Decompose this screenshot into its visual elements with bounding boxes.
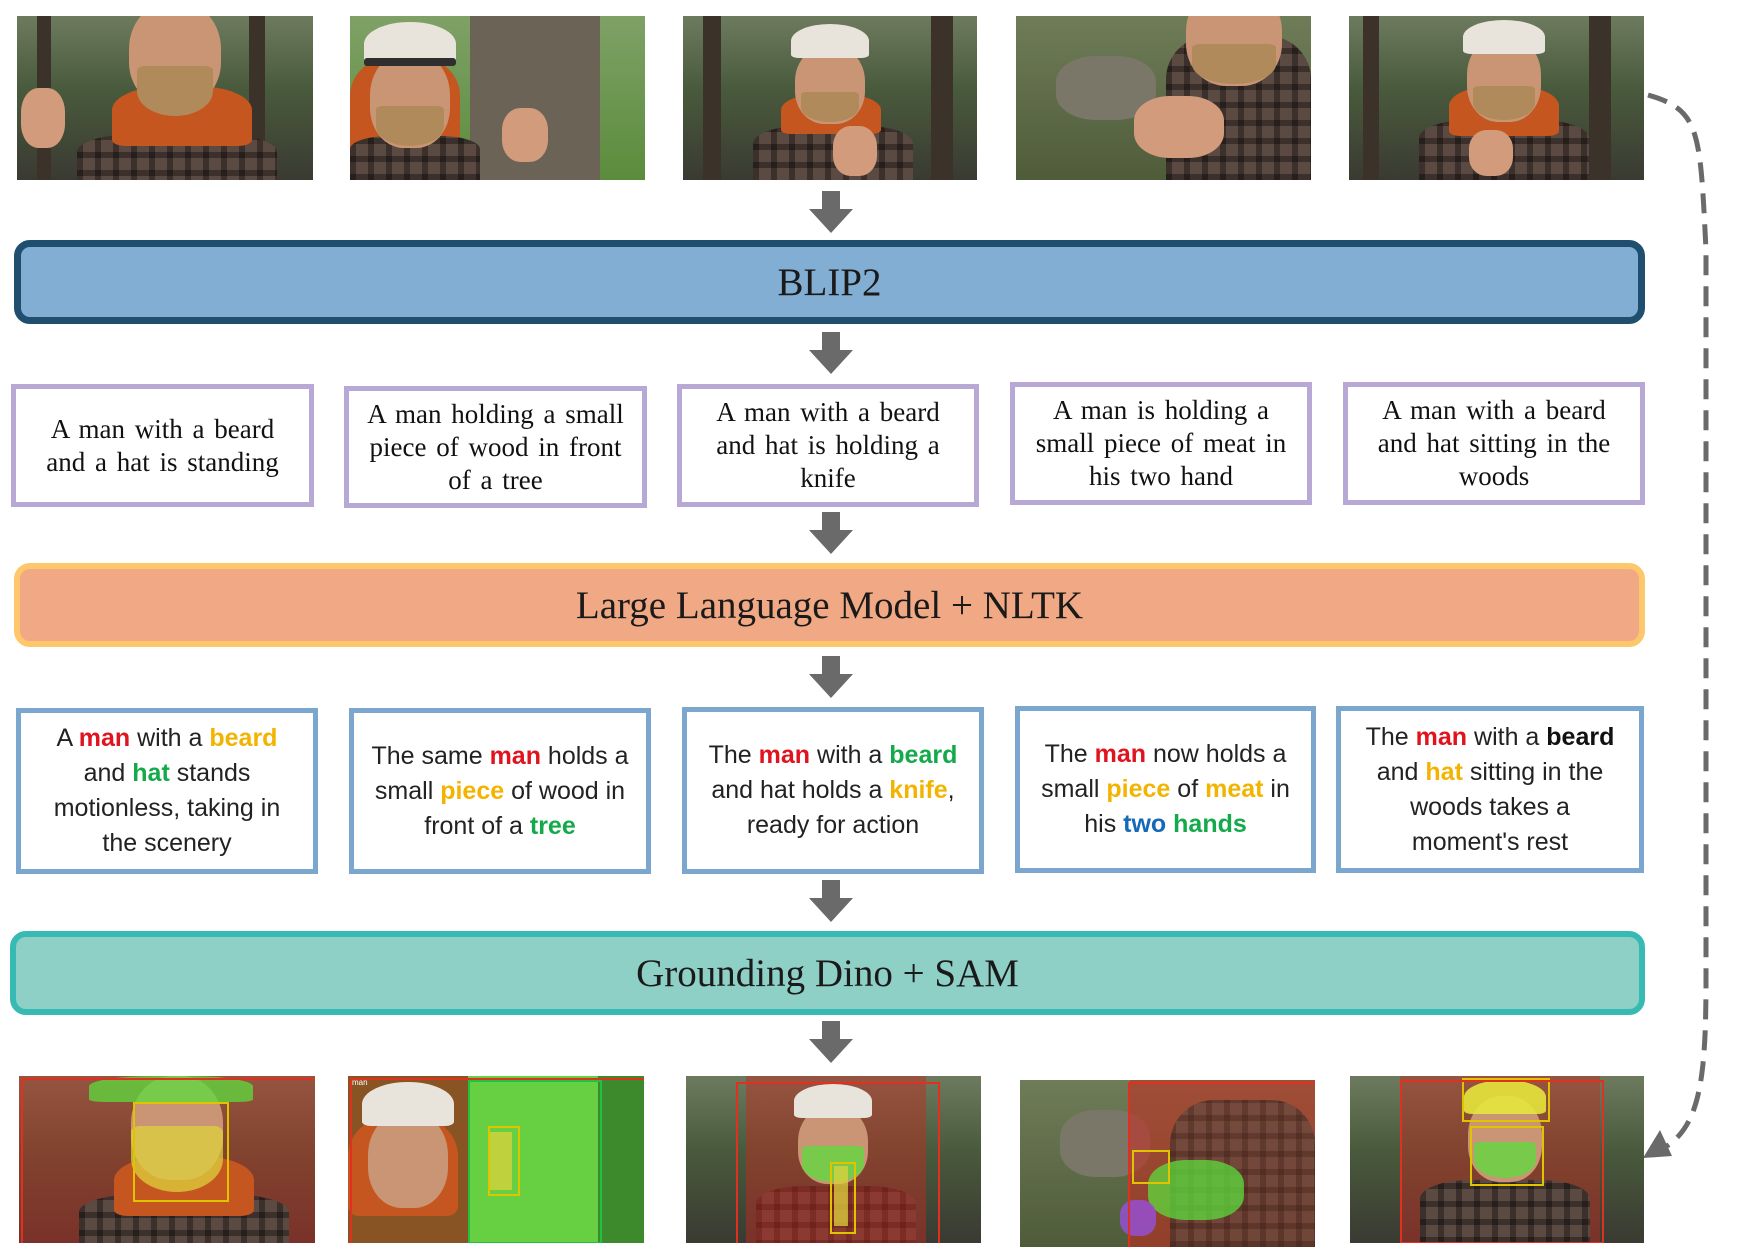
keyword-red: man [1094,740,1147,768]
output-frame-5 [1350,1076,1644,1243]
blip-caption-2: A man holding a small piece of wood in f… [344,386,647,508]
keyword-green: hands [1173,810,1247,838]
caption-text: with a [810,741,890,769]
dashed-return-arrow [1647,92,1709,1153]
keyword-black: beard [1546,722,1615,751]
caption-text: and [83,759,133,787]
input-frame-2 [350,16,645,180]
llm-nltk-model-bar: Large Language Model + NLTK [14,563,1645,647]
input-frame-3 [683,16,977,180]
caption-text: sitting in the woods takes a moment's re… [1410,757,1604,856]
caption-text: now holds a small [1041,740,1287,803]
keyword-green: beard [889,741,958,769]
keyword-red: man [758,741,811,769]
blip2-label: BLIP2 [777,260,882,304]
keyword-red: man [1415,722,1468,751]
keyword-red: man [489,741,541,770]
output-frame-4 [1020,1080,1315,1247]
caption-text: holds a small [374,741,629,805]
caption-text: of wood in front of a [424,776,626,840]
blip-caption-3: A man with a beard and hat is holding a … [677,384,979,507]
keyword-yellow: hat [1425,757,1463,786]
keyword-yellow: piece [1106,775,1171,803]
caption-text: and [1376,757,1426,786]
down-arrow-icon [809,1021,853,1063]
blip2-model-bar: BLIP2 [14,240,1645,324]
keyword-yellow: beard [209,724,278,752]
segment-label: man [352,1078,368,1087]
down-arrow-icon [809,880,853,922]
keyword-green: tree [529,811,576,840]
keyword-red: man [78,724,131,752]
caption-text: The [708,741,759,769]
down-arrow-icon [809,512,853,554]
dashed-arrow-head-icon [1643,1130,1672,1158]
caption-text: stands motionless, taking in the scenery [53,759,281,857]
caption-text: The [1044,740,1095,768]
keyword-yellow: piece [440,776,505,805]
caption-text: The [1365,722,1416,751]
caption-text: A [56,724,79,752]
llm-caption-1: A man with a beard and hat stands motion… [16,708,318,874]
llm-nltk-label: Large Language Model + NLTK [575,583,1084,627]
keyword-yellow: knife [889,776,948,804]
output-frame-1 [19,1076,315,1243]
grounding-sam-label: Grounding Dino + SAM [636,951,1019,995]
llm-caption-4: The man now holds a small piece of meat … [1015,706,1316,873]
caption-text: in his [1084,775,1290,838]
down-arrow-icon [809,191,853,233]
input-frame-1 [17,16,313,180]
caption-text: and hat holds a [711,776,890,804]
down-arrow-icon [809,656,853,698]
keyword-yellow: meat [1205,775,1264,803]
llm-caption-3: The man with a beard and hat holds a kni… [682,707,984,874]
keyword-blue: two [1123,810,1167,838]
input-frame-5 [1349,16,1644,180]
output-frame-2: man [348,1076,644,1243]
llm-caption-5: The man with a beard and hat sitting in … [1336,706,1644,873]
down-arrow-icon [809,332,853,374]
caption-text: The same [371,741,490,770]
grounding-sam-model-bar: Grounding Dino + SAM [10,931,1645,1015]
blip-caption-5: A man with a beard and hat sitting in th… [1343,382,1645,505]
caption-text: , ready for action [746,776,955,839]
caption-text: with a [130,724,210,752]
caption-text: with a [1467,722,1547,751]
output-frame-3 [686,1076,981,1243]
blip-caption-4: A man is holding a small piece of meat i… [1010,382,1312,505]
input-frame-4 [1016,16,1311,180]
caption-text: of [1170,775,1206,803]
blip-caption-1: A man with a beard and a hat is standing [11,384,314,507]
keyword-green: hat [132,759,170,787]
llm-caption-2: The same man holds a small piece of wood… [349,708,651,874]
